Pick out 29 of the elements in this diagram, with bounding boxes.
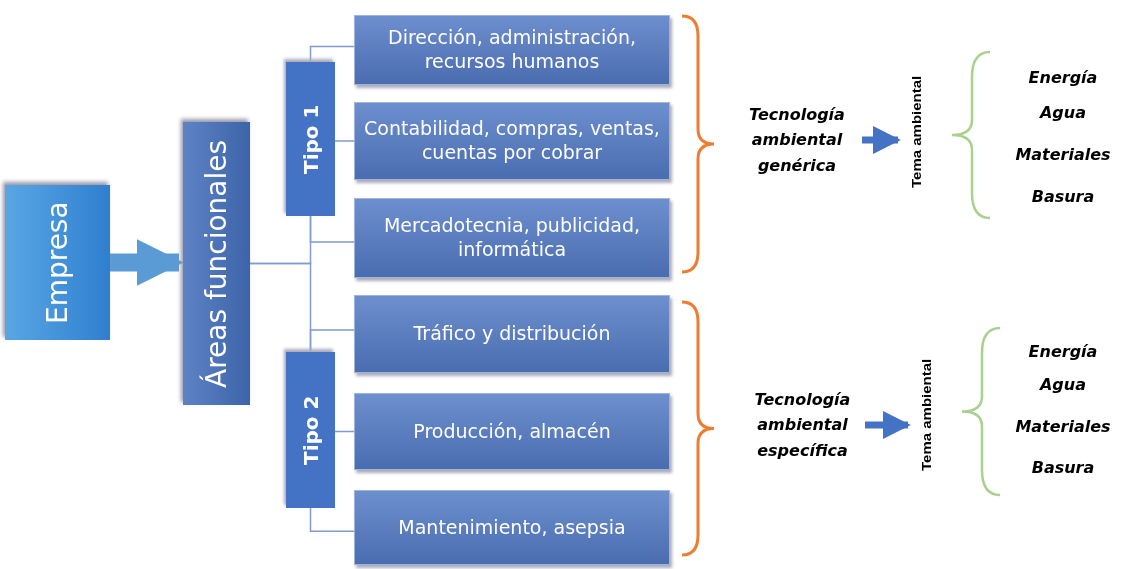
connector-line: [309, 507, 355, 532]
topic-item: Agua: [1040, 375, 1086, 394]
connector-line: [309, 329, 355, 353]
connector-line: [309, 215, 355, 243]
area-box: Áreas funcionales: [183, 122, 250, 405]
technology-text: Tecnología ambiental genérica: [732, 95, 862, 185]
topic-item: Agua: [1040, 103, 1086, 122]
topic-text: Tema ambiental: [904, 62, 928, 202]
connector-line: [334, 140, 355, 142]
type-box: Tipo 2: [286, 352, 335, 508]
connector-line: [334, 430, 355, 433]
process-box: Producción, almacén: [354, 393, 670, 470]
process-box: Mantenimiento, asepsia: [354, 490, 670, 565]
topic-item: Energía: [1028, 68, 1098, 87]
topic-item: Basura: [1031, 458, 1095, 477]
topic-item: Materiales: [1015, 145, 1111, 164]
process-box: Tráfico y distribución: [354, 295, 670, 373]
technology-text: Tecnología ambiental específica: [740, 380, 865, 470]
process-box: Contabilidad, compras, ventas, cuentas por cobrar: [354, 102, 670, 180]
connector-line: [309, 45, 355, 63]
topic-item: Materiales: [1015, 417, 1111, 436]
topic-item: Energía: [1028, 342, 1098, 361]
process-box: Dirección, administración, recursos humanos: [354, 15, 670, 85]
topic-item: Basura: [1031, 187, 1095, 206]
arrow: [110, 239, 184, 286]
topic-text: Tema ambiental: [914, 345, 938, 485]
company-box: Empresa: [5, 185, 110, 340]
type-box: Tipo 1: [286, 62, 335, 216]
process-box: Mercadotecnia, publicidad, informática: [354, 198, 670, 278]
